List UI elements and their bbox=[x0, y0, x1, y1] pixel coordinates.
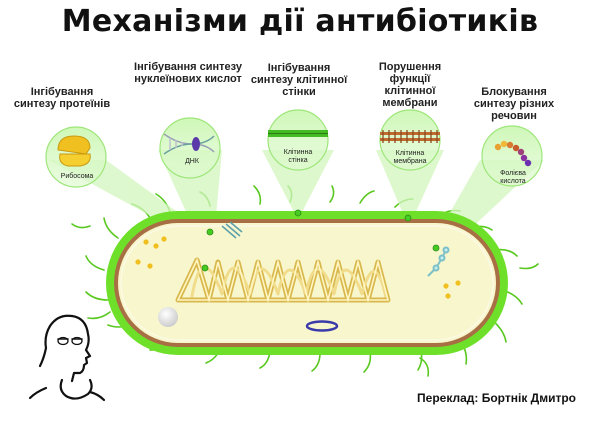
bubble-nucleic bbox=[159, 117, 221, 179]
label-membrane-function: Порушення функції клітинної мембрани bbox=[378, 61, 442, 109]
page-title: Механізми дії антибіотиків bbox=[61, 4, 539, 39]
sub-folic-acid: Фолієва кислота bbox=[500, 170, 526, 185]
target-dots bbox=[201, 209, 440, 272]
dna-icon bbox=[163, 133, 215, 155]
bubble-protein bbox=[45, 126, 107, 188]
cytoplasm bbox=[118, 223, 496, 343]
ribosome-icon bbox=[57, 135, 91, 167]
folic-acid-icon bbox=[494, 140, 532, 167]
cell-wall-icon bbox=[268, 130, 328, 137]
bubble-wall bbox=[267, 109, 329, 171]
bubble-metabolic bbox=[481, 125, 543, 187]
ribosome-dots bbox=[135, 236, 461, 299]
label-protein-synthesis: Інгібування синтезу протеїнів bbox=[13, 86, 111, 110]
translator-credit: Переклад: Бортнік Дмитро bbox=[417, 391, 576, 405]
protein-chain bbox=[427, 246, 450, 277]
label-metabolic-block: Блокування синтезу різних речовин bbox=[473, 86, 555, 122]
sub-cell-wall: Клітинна стінка bbox=[283, 149, 313, 164]
sub-cell-membrane: Клітинна мембрана bbox=[393, 150, 427, 165]
plasmid bbox=[305, 320, 339, 332]
bubble-membrane bbox=[379, 109, 441, 171]
mrna-strand bbox=[221, 221, 243, 239]
membrane-icon bbox=[380, 130, 440, 143]
label-cell-wall-synthesis: Інгібування синтезу клітинної стінки bbox=[250, 62, 348, 98]
thinking-person-illustration bbox=[28, 314, 106, 402]
sub-dna: ДНК bbox=[185, 158, 199, 165]
nucleoid-dna-highlight bbox=[176, 257, 390, 304]
label-nucleic-acid-synthesis: Інгібування синтезу нуклеїнових кислот bbox=[134, 61, 242, 85]
sub-ribosome: Рибосома bbox=[60, 173, 94, 180]
inclusion-granule bbox=[158, 307, 178, 327]
